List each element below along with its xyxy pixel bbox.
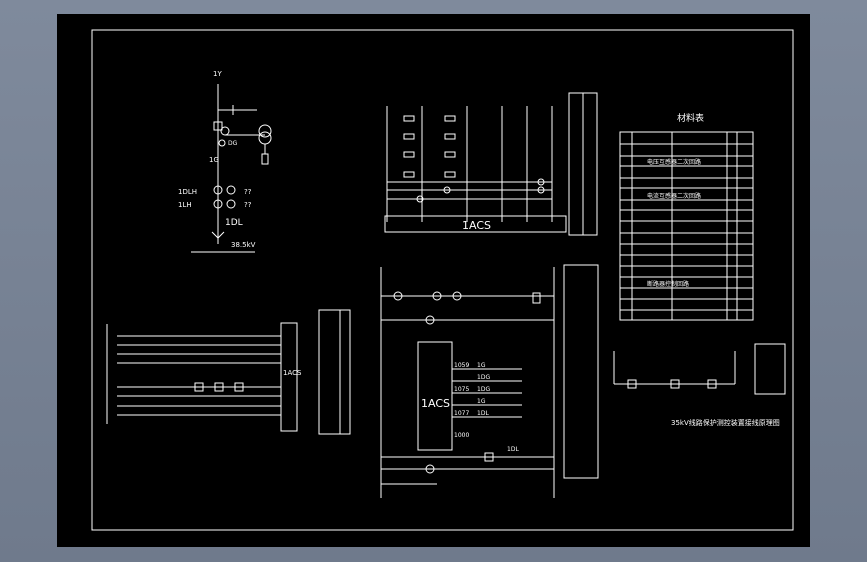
svg-text:DG: DG bbox=[228, 140, 238, 147]
right-small-diagram: 35kV线路保护测控装置接线原理图 bbox=[613, 343, 786, 427]
dc-terminal-2: 1075 bbox=[454, 386, 469, 393]
ct-label: 1G bbox=[209, 156, 219, 164]
dc-side-label-1: 1G bbox=[477, 362, 486, 369]
material-table-title: 材料表 bbox=[677, 112, 704, 124]
dc-side-label-3: 1DG bbox=[477, 386, 490, 393]
dc-circuit: 1ACS 1059 1075 1077 1000 1G 1DG 1DG 1G 1… bbox=[380, 264, 599, 498]
left-ct-wiring: 1ACS bbox=[106, 309, 351, 435]
dc-block-label: 1ACS bbox=[421, 397, 450, 410]
relay-mark-1: ?? bbox=[244, 188, 252, 196]
relay-label-2: 1LH bbox=[178, 201, 192, 209]
ac-circuit: 1ACS bbox=[384, 92, 598, 236]
ac-terminal-block bbox=[384, 215, 567, 233]
top-label: 1Y bbox=[213, 70, 222, 78]
drawing-sheet: 1Y DG 1G 1DLH 1LH ?? bbox=[57, 14, 810, 547]
single-line-diagram: 1Y DG 1G 1DLH 1LH ?? bbox=[178, 70, 272, 253]
dc-terminal-3: 1077 bbox=[454, 410, 469, 417]
left-legend-box bbox=[318, 309, 351, 435]
dc-control-block bbox=[417, 341, 453, 451]
ac-block-label: 1ACS bbox=[462, 219, 491, 232]
material-table: 材料表 bbox=[619, 112, 754, 321]
schematic-drawing: 1Y DG 1G 1DLH 1LH ?? bbox=[91, 29, 794, 531]
relay-label-1: 1DLH bbox=[178, 188, 197, 196]
section-row-2: 电流互感器二次回路 bbox=[647, 192, 701, 200]
dc-side-label-5: 1DL bbox=[477, 410, 489, 417]
dc-legend-box bbox=[563, 264, 599, 479]
right-legend-box bbox=[754, 343, 786, 395]
breaker-label: 1DL bbox=[225, 218, 243, 228]
dc-terminal-4: 1000 bbox=[454, 432, 469, 439]
section-row-1: 电压互感器二次回路 bbox=[647, 158, 701, 166]
section-row-3: 断路器控制回路 bbox=[647, 280, 689, 288]
dc-side-label-4: 1G bbox=[477, 398, 486, 405]
left-terminal-block bbox=[280, 322, 298, 432]
dc-bottom-label: 1DL bbox=[507, 446, 519, 453]
relay-mark-2: ?? bbox=[244, 201, 252, 209]
dc-side-label-2: 1DG bbox=[477, 374, 490, 381]
bus-label: 38.5kV bbox=[231, 241, 256, 249]
drawing-frame bbox=[91, 29, 794, 531]
dc-terminal-1: 1059 bbox=[454, 362, 469, 369]
left-block-label: 1ACS bbox=[283, 369, 302, 377]
drawing-title: 35kV线路保护测控装置接线原理图 bbox=[671, 418, 780, 427]
